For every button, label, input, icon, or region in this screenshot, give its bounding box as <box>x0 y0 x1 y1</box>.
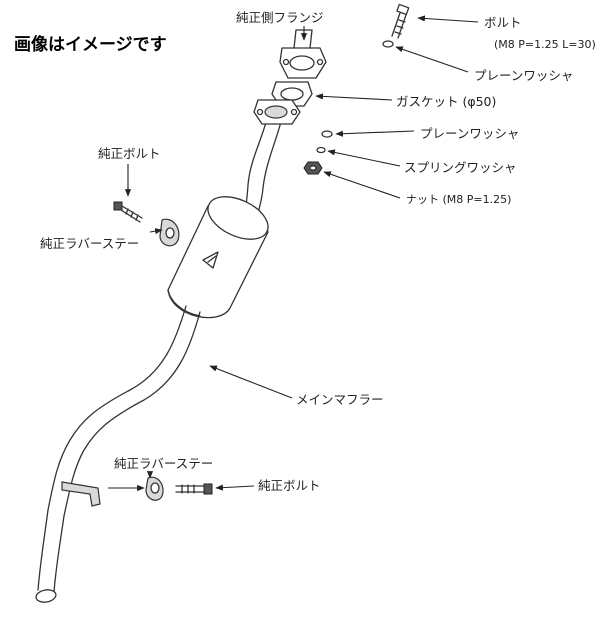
leader-bolt <box>417 15 479 23</box>
bolt-icon <box>391 3 410 39</box>
leader-nut <box>323 171 401 199</box>
label-oem-bolt-2: 純正ボルト <box>258 478 321 493</box>
plain-washer-icon <box>382 40 394 48</box>
tail-tip <box>35 589 57 603</box>
leader-oem-rubber-stay-1 <box>149 228 163 235</box>
leader-plain-washer-2 <box>335 130 415 137</box>
label-bolt-spec: (M8 P=1.25 L=30) <box>494 38 596 51</box>
label-plain-washer-2: プレーンワッシャ <box>420 126 519 141</box>
image-note: 画像はイメージです <box>14 35 167 55</box>
label-gasket: ガスケット (φ50) <box>396 94 496 109</box>
label-oem-bolt-1: 純正ボルト <box>98 146 161 161</box>
oem-bolt-1-icon <box>113 201 143 223</box>
oem-rubber-stay-1-icon <box>159 218 180 247</box>
label-nut: ナット (M8 P=1.25) <box>406 193 511 206</box>
spring-washer-icon <box>316 146 326 154</box>
label-spring-washer: スプリングワッシャ <box>404 160 517 175</box>
leader-main-muffler <box>209 365 293 399</box>
plain-washer-2-icon <box>321 130 333 138</box>
oem-rubber-stay-2-icon <box>145 476 164 501</box>
muffler-logo-icon <box>202 251 219 269</box>
front-pipe <box>243 114 269 216</box>
oem-flange <box>279 29 327 79</box>
leader-plain-washer <box>395 46 469 73</box>
oem-bolt-2-icon <box>175 483 213 495</box>
leader-oem-bolt-2 <box>215 484 255 491</box>
label-bolt: ボルト <box>484 15 522 30</box>
tail-pipe <box>37 305 187 591</box>
leader-spring-washer <box>327 149 401 167</box>
nut-icon <box>303 161 323 175</box>
leader-gasket <box>315 93 393 101</box>
label-oem-rubber-stay-2: 純正ラバーステー <box>114 456 213 471</box>
label-main-muffler: メインマフラー <box>296 392 384 407</box>
muffler-flange <box>253 99 301 125</box>
label-oem-rubber-stay-1: 純正ラバーステー <box>40 236 139 251</box>
label-oem-flange: 純正側フランジ <box>236 10 324 25</box>
bracket-icon <box>61 481 101 507</box>
label-plain-washer-1: プレーンワッシャ <box>474 68 573 83</box>
